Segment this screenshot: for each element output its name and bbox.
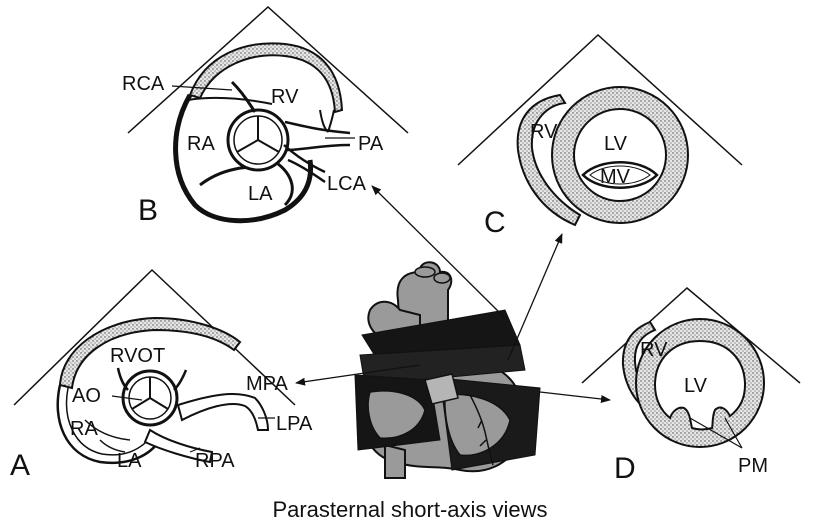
panel-a-label-rvot: RVOT — [110, 345, 165, 367]
panel-b-letter: B — [138, 194, 158, 227]
heart-right-ventricle-face — [444, 393, 511, 457]
arrow-to-c — [507, 233, 563, 361]
panel-a-rvot-valve — [116, 367, 188, 391]
panel-b-septum — [187, 96, 273, 105]
panel-a-rpa-leader — [189, 447, 201, 453]
panel-d-pm-leader-1 — [689, 417, 743, 449]
panel-a-letter: A — [10, 449, 30, 482]
heart-vessel-top-2 — [433, 272, 451, 284]
panel-d-label-rv: RV — [640, 339, 668, 361]
heart-illustration — [354, 261, 541, 479]
panel-b-pa-valve — [319, 109, 335, 133]
panel-a-rv-wall — [58, 316, 242, 390]
panel-a-valve-cusps — [131, 377, 169, 410]
panel-b-label-ra: RA — [187, 133, 215, 155]
heart-left-atrium-face — [367, 390, 426, 439]
panel-c-label-lv: LV — [604, 133, 628, 155]
panel-b-inner-heart — [186, 99, 283, 213]
panel-d: RV LV PM D — [581, 287, 801, 485]
panel-c: RV LV MV C — [457, 33, 743, 239]
panel-b-lca-vessel — [283, 144, 326, 184]
panel-d-pm-leader-2 — [724, 417, 743, 449]
panel-d-label-pm: PM — [738, 455, 768, 477]
panel-a-outer-heart-2 — [65, 387, 153, 456]
plane-c — [359, 344, 526, 386]
panel-a-rpa — [143, 428, 214, 464]
arrow-to-a — [295, 364, 421, 386]
panel-b-pa-vessel — [284, 120, 351, 152]
panel-b-label-pa: PA — [358, 133, 384, 155]
panel-a-sector — [13, 268, 296, 406]
panel-a-label-lpa: LPA — [276, 413, 313, 435]
panel-b-label-lca: LCA — [327, 173, 367, 195]
panel-a-label-la: LA — [117, 450, 142, 472]
panel-d-sector — [581, 287, 801, 384]
panel-c-label-rv: RV — [530, 121, 558, 143]
panel-b-rv-wall — [188, 42, 344, 114]
panel-c-rv-wall — [516, 93, 582, 227]
arrow-to-d — [539, 391, 611, 403]
panel-a-ao-leader — [111, 395, 143, 401]
figure-caption: Parasternal short-axis views — [272, 497, 547, 522]
pointer-arrows — [295, 185, 611, 403]
heart-plane-junction — [424, 373, 459, 405]
panel-a: RVOT AO RA LA RPA MPA LPA A — [10, 268, 313, 482]
panel-a-label-mpa: MPA — [246, 373, 289, 395]
heart-ivc — [384, 443, 406, 479]
panel-b-valve-cusps — [236, 116, 280, 153]
panel-d-letter: D — [614, 452, 636, 485]
panel-c-sector — [457, 33, 743, 166]
panel-a-label-ra: RA — [70, 418, 98, 440]
panel-b-label-la: LA — [248, 183, 273, 205]
panel-a-label-rpa: RPA — [195, 450, 235, 472]
panel-b-label-rv: RV — [271, 86, 299, 108]
panel-b: RCA RV RA LA PA LCA B — [122, 5, 409, 227]
arrow-to-b — [371, 185, 506, 319]
panel-c-letter: C — [484, 206, 506, 239]
panel-b-outer-heart — [173, 93, 314, 224]
panel-a-mpa — [176, 393, 270, 431]
panel-a-label-ao: AO — [72, 385, 101, 407]
panel-b-la-wall — [271, 158, 294, 207]
panel-c-label-mv: MV — [600, 166, 631, 188]
panel-d-label-lv: LV — [684, 375, 708, 397]
panel-b-label-rca: RCA — [122, 73, 165, 95]
panel-c-mitral-valve-inner — [589, 165, 651, 185]
panel-b-rca-leader — [171, 85, 233, 91]
heart-vessel-top-1 — [414, 266, 436, 278]
panel-a-outer-heart — [56, 384, 162, 465]
heart-coronary-artery — [469, 394, 494, 466]
panel-a-la-wall — [84, 419, 131, 453]
panel-b-sector — [127, 5, 409, 134]
panel-b-rca-vessel — [230, 80, 257, 113]
panel-d-lv-cavity — [653, 339, 747, 431]
